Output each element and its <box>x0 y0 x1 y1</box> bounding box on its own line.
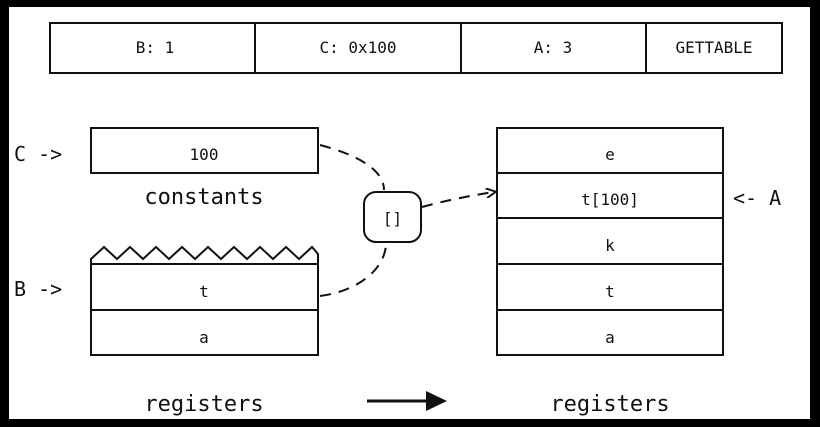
instruction-field-opcode <box>645 22 783 74</box>
registers-after-caption: registers <box>550 392 669 417</box>
registers-b-pointer: B -> <box>14 277 62 301</box>
register-after-result: t[100] <box>581 190 639 209</box>
instruction-bar: B: 1 C: 0x100 A: 3 GETTABLE <box>49 22 783 74</box>
constant-value: 100 <box>190 145 219 164</box>
instruction-field-c <box>254 22 462 74</box>
index-operation-group: [] <box>319 144 494 297</box>
register-before-a: a <box>199 328 209 347</box>
transition-arrow <box>367 391 447 411</box>
register-after-a: a <box>605 328 615 347</box>
transition-arrow-head <box>426 391 447 411</box>
instruction-c-label: C: 0x100 <box>319 38 396 57</box>
instruction-field-b <box>49 22 256 74</box>
registers-before-group: B -> t a registers <box>14 245 319 417</box>
instruction-field-a <box>460 22 647 74</box>
index-result-arrow <box>421 192 494 208</box>
register-cell <box>496 217 724 265</box>
register-cell <box>496 309 724 356</box>
stack-truncation-edge <box>90 245 319 264</box>
constants-caption: constants <box>144 185 263 210</box>
constant-to-index-connector <box>319 144 385 191</box>
register-cell <box>90 309 319 356</box>
instruction-a-label: A: 3 <box>534 38 573 57</box>
register-cell <box>496 263 724 311</box>
registers-before-caption: registers <box>144 392 263 417</box>
register-after-e: e <box>605 145 615 164</box>
register-after-k: k <box>605 236 615 255</box>
constants-pointer: C -> <box>14 142 62 166</box>
instruction-opcode-label: GETTABLE <box>675 38 752 57</box>
instruction-b-label: B: 1 <box>136 38 175 57</box>
registers-a-pointer: <- A <box>733 186 781 210</box>
register-to-index-connector <box>319 244 387 297</box>
constants-group: C -> 100 constants <box>14 127 319 210</box>
registers-after-group: e t[100] k t a <- A registers <box>496 127 781 417</box>
register-after-t: t <box>605 282 615 301</box>
register-cell <box>496 127 724 174</box>
constant-cell <box>90 127 319 174</box>
index-operator-box <box>363 191 422 243</box>
register-before-t: t <box>199 282 209 301</box>
index-operator-symbol: [] <box>383 209 402 228</box>
